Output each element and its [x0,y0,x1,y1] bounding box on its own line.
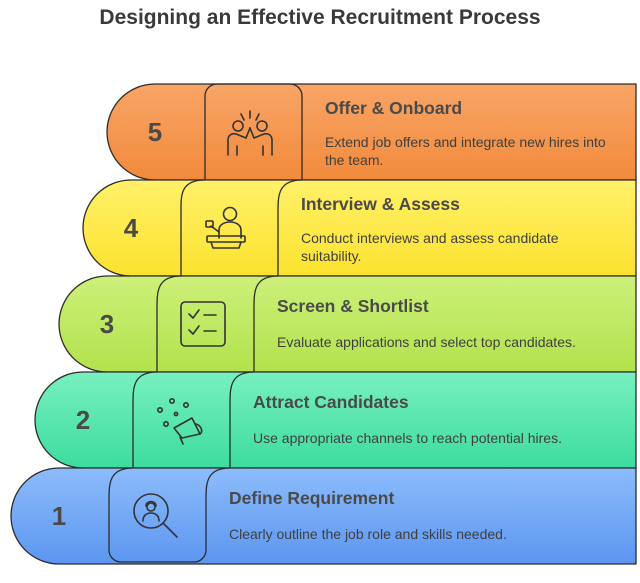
step-3-band [58,275,637,373]
checklist-icon [180,301,226,347]
step-5-number: 5 [148,117,162,147]
step-2-band [34,371,637,469]
step-3-description: Evaluate applications and select top can… [277,334,576,350]
step-4-number: 4 [124,213,139,243]
step-1-title: Define Requirement [229,488,395,508]
step-5-title: Offer & Onboard [325,98,463,118]
step-4-description: Conduct interviews and assess candidate … [301,230,559,264]
step-4-title: Interview & Assess [301,194,460,214]
step-2-description: Use appropriate channels to reach potent… [253,430,562,446]
step-1-number: 1 [52,501,66,531]
step-5-description: Extend job offers and integrate new hire… [325,134,606,168]
search-person-icon [133,493,178,538]
step-1-description: Clearly outline the job role and skills … [229,526,507,542]
step-2-number: 2 [76,405,90,435]
interview-icon [205,206,246,249]
step-3-title: Screen & Shortlist [277,296,429,316]
step-1-band [10,467,637,565]
step-2-title: Attract Candidates [253,392,409,412]
megaphone-icon [157,397,203,445]
diagram-title: Designing an Effective Recruitment Proce… [99,6,541,29]
step-5-band [106,83,637,181]
high-five-icon [227,110,273,156]
step-3-number: 3 [100,309,114,339]
